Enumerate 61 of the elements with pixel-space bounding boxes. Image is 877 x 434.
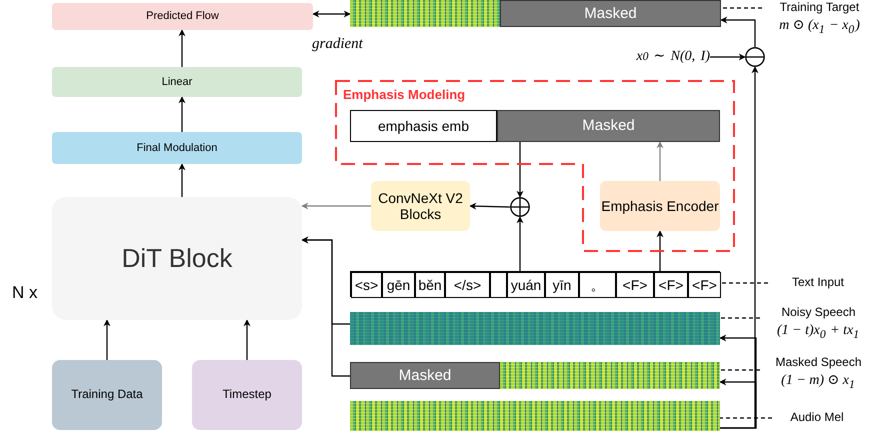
token-cell: <F>	[616, 272, 654, 298]
arrow	[656, 230, 664, 271]
token-row-frame	[350, 271, 720, 297]
arrow	[312, 10, 351, 18]
formula-text: (1 − m) ⊙ x$_{1}$	[781, 373, 856, 392]
arrow	[104, 319, 110, 360]
arrow	[720, 66, 758, 429]
arrow	[516, 142, 524, 198]
leader-line	[720, 317, 760, 319]
token-cell: gēn	[382, 272, 415, 298]
layer-box: Final Modulation	[52, 132, 302, 164]
arrow	[301, 202, 371, 210]
token-cell: yuán	[507, 272, 545, 298]
output-box: Predicted Flow	[52, 3, 313, 30]
leader-label: Audio Mel	[772, 409, 862, 427]
token-cell: <F>	[688, 272, 721, 298]
token-cell: běn	[415, 272, 445, 298]
spectrogram-picture	[500, 362, 720, 389]
arrow	[656, 141, 664, 181]
token-cell: </s>	[445, 272, 490, 298]
repeat-count-text: N x	[12, 283, 38, 303]
empty-token-cell	[490, 272, 507, 298]
block-box: DiT Block	[52, 197, 302, 320]
leader-line	[720, 282, 768, 284]
masked-segment: Masked	[497, 110, 720, 142]
token-cell: 。	[579, 272, 616, 298]
annotation-text: gradient	[312, 36, 363, 53]
arrow	[244, 319, 250, 360]
arrow	[719, 378, 757, 429]
layer-box: Linear	[52, 67, 302, 97]
noisy-spectrogram-picture	[350, 312, 720, 345]
arrow	[710, 54, 746, 60]
arrow	[301, 236, 350, 377]
token-cell: <s>	[351, 272, 382, 298]
arrow	[516, 216, 524, 271]
formula-text: (1 − t)x$_{0}$ + tx$_{1}$	[776, 323, 860, 342]
spectrogram-picture	[350, 401, 720, 431]
arrow	[178, 96, 186, 132]
token-cell: <F>	[654, 272, 688, 298]
leader-label: Noisy Speech	[781, 306, 856, 320]
input-box: Timestep	[192, 360, 302, 430]
leader-line	[721, 7, 762, 9]
arrow	[720, 16, 756, 47]
masked-segment: Masked	[500, 0, 721, 27]
arrow	[178, 29, 186, 67]
leader-label: Text Input	[768, 274, 868, 292]
formula-text: m ⊙ (x$_{1}$ − x$_{0}$)	[779, 18, 860, 36]
arrow	[469, 202, 510, 210]
module-box: ConvNeXt V2 Blocks	[371, 181, 470, 231]
embedding-box: emphasis emb	[350, 110, 497, 142]
module-box: Emphasis Encoder	[600, 181, 720, 231]
leader-label: Training Target	[780, 1, 860, 16]
spectrogram-picture	[350, 0, 500, 27]
masked-segment: Masked	[350, 362, 500, 389]
leader-line	[720, 417, 772, 419]
region-heading: Emphasis Modeling	[343, 88, 466, 103]
token-cell: yīn	[545, 272, 579, 298]
leader-line	[720, 369, 760, 371]
arrow	[178, 163, 186, 197]
input-box: Training Data	[52, 360, 162, 430]
leader-label: Masked Speech	[775, 356, 862, 370]
